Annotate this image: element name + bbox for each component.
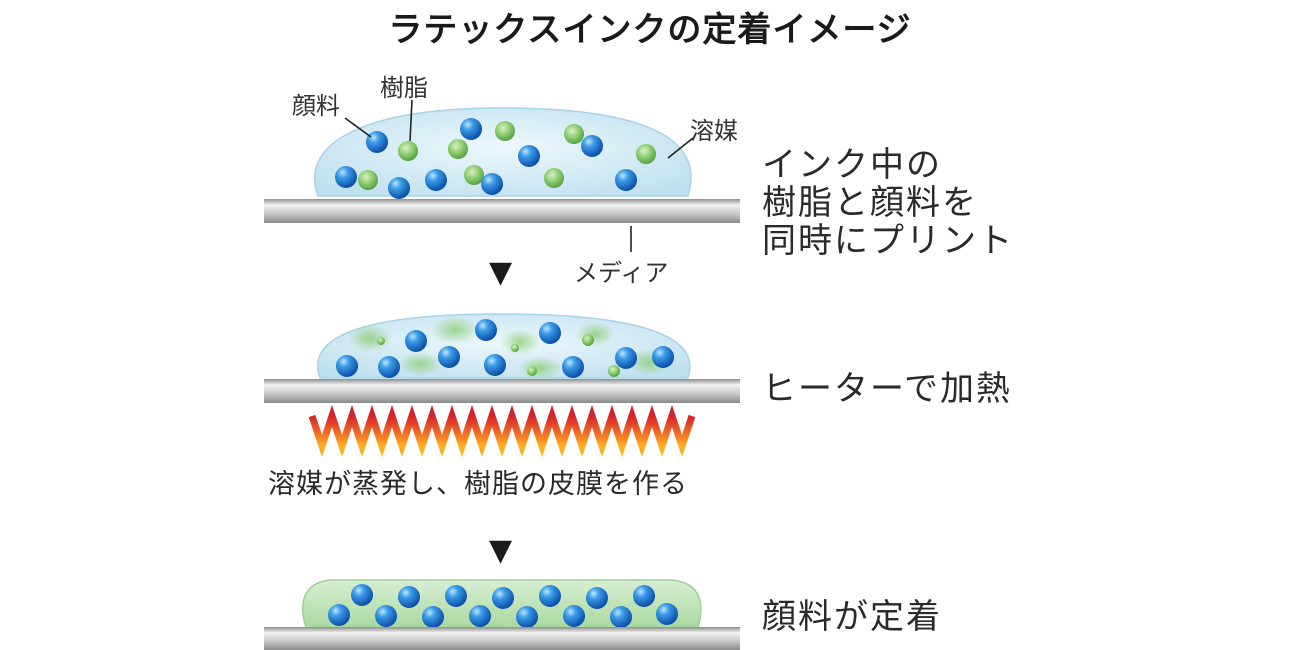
step-3-description: 顔料が定着: [762, 597, 942, 637]
media-plate-2: [264, 379, 740, 403]
step-2-description: ヒーターで加熱: [762, 369, 1012, 409]
pigment-particles-stage-2: [336, 319, 674, 378]
media-plate-3: [264, 627, 740, 650]
label-media: メディア: [574, 259, 669, 287]
diagram-title: ラテックスインクの定着イメージ: [388, 10, 912, 50]
down-arrow-icon: ▼: [489, 255, 513, 290]
step-1-line-1: インク中の: [762, 145, 942, 185]
down-arrow-icon: ▼: [489, 533, 513, 568]
step-1-line-3: 同時にプリント: [762, 221, 1014, 261]
heater-note: 溶媒が蒸発し、樹脂の皮膜を作る: [268, 469, 688, 500]
label-solvent: 溶媒: [690, 117, 738, 145]
label-pigment: 顔料: [292, 92, 340, 120]
media-plate-1: [264, 199, 740, 223]
label-resin: 樹脂: [380, 74, 428, 102]
step-1-description: インク中の 樹脂と顔料を 同時にプリント: [762, 146, 1014, 260]
ink-drop-stage-2: [316, 313, 691, 380]
ink-drop-stage-1: [313, 107, 692, 197]
resin-particles-stage-1: [358, 121, 656, 190]
step-1-line-2: 樹脂と顔料を: [762, 183, 978, 223]
heater-coil: [308, 404, 696, 458]
leader-lines: [344, 99, 694, 252]
pigment-particles-stage-1: [335, 118, 637, 199]
pigment-particles-stage-3: [328, 584, 678, 628]
